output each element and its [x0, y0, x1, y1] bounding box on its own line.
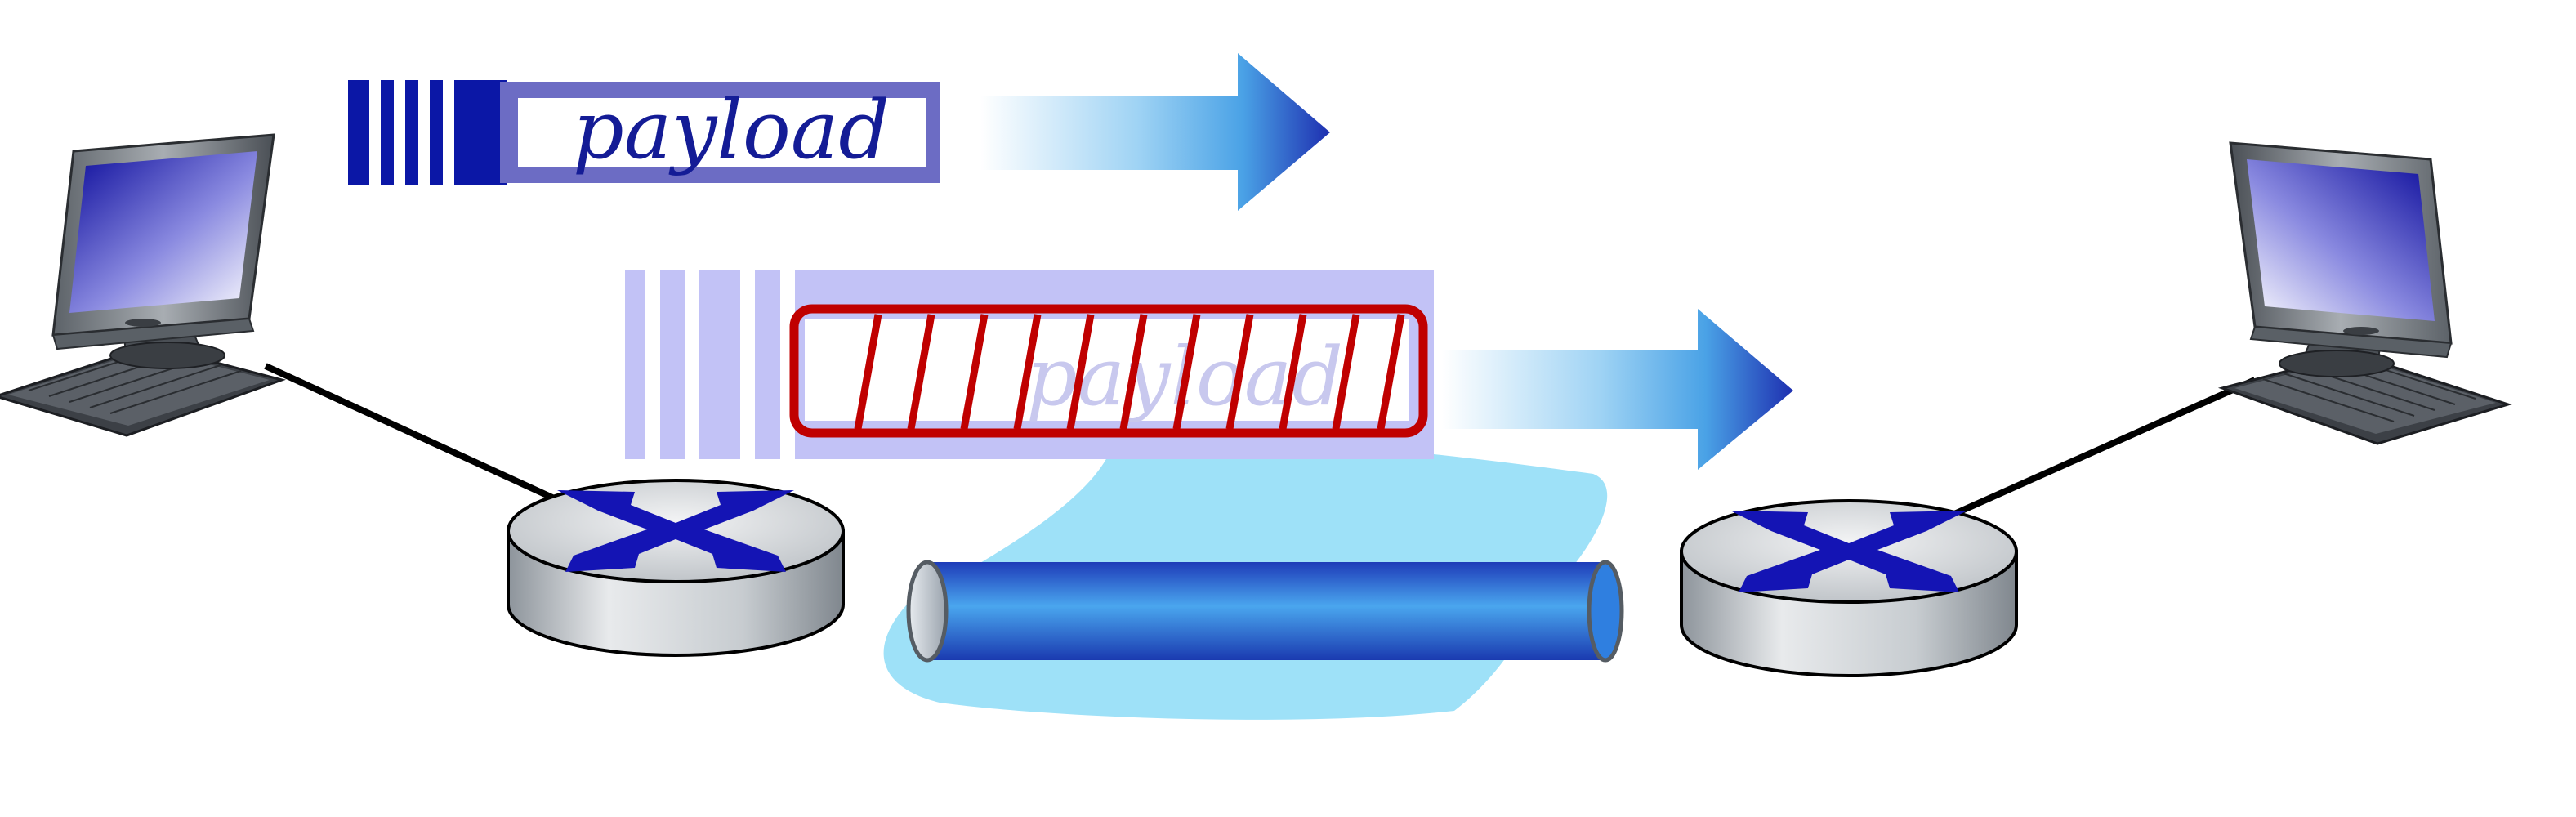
- plain-packet: payload: [348, 80, 940, 185]
- tunnel-icon: [906, 560, 1624, 663]
- left-computer-icon: [0, 133, 283, 437]
- top-arrow-icon: [980, 53, 1330, 211]
- payload-label: payload: [573, 84, 890, 177]
- left-router-icon: [507, 479, 845, 657]
- encrypted-packet: payload: [625, 270, 1434, 459]
- left-link: [264, 363, 574, 510]
- right-router-icon: [1680, 499, 2018, 677]
- right-computer-icon: [2221, 141, 2510, 445]
- right-link: [1951, 377, 2257, 518]
- bottom-arrow-icon: [1442, 309, 1793, 470]
- encryption-box: [789, 304, 1428, 438]
